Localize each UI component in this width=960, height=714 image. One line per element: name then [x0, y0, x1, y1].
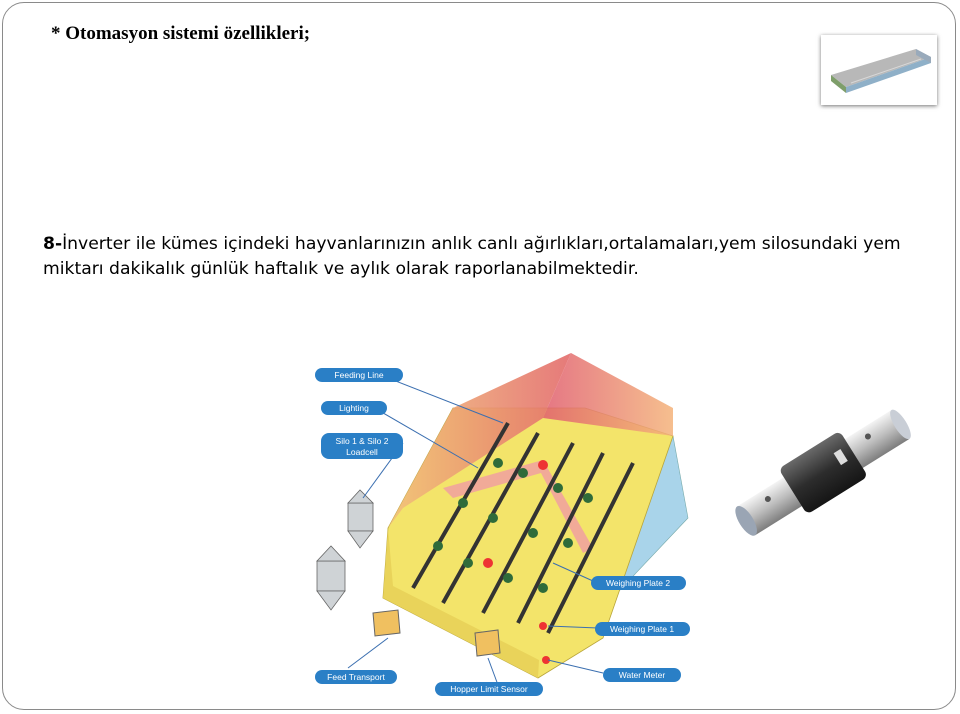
label-silo-loadcell: Silo 1 & Silo 2 Loadcell [321, 433, 403, 459]
roof-beam [443, 460, 593, 553]
roof-right [543, 353, 673, 436]
feeder-pans [433, 458, 593, 593]
poultry-house-diagram: Feeding Line Lighting Silo 1 & Silo 2 Lo… [315, 353, 690, 696]
svg-text:Feeding Line: Feeding Line [334, 370, 383, 380]
svg-text:Hopper Limit Sensor: Hopper Limit Sensor [450, 684, 528, 694]
svg-text:Weighing Plate 2: Weighing Plate 2 [606, 578, 670, 588]
roof-left [388, 353, 571, 528]
svg-text:Weighing Plate 1: Weighing Plate 1 [610, 624, 674, 634]
svg-text:Lighting: Lighting [339, 403, 369, 413]
svg-text:Water Meter: Water Meter [619, 670, 666, 680]
label-weighing-plate-2: Weighing Plate 2 [591, 576, 686, 590]
slide-heading: * Otomasyon sistemi özellikleri; [51, 23, 311, 44]
label-connectors [347, 377, 604, 686]
label-feeding-line: Feeding Line [315, 368, 403, 382]
label-weighing-plate-1: Weighing Plate 1 [595, 622, 690, 636]
feature-paragraph: 8-İnverter ile kümes içindeki hayvanları… [43, 232, 943, 282]
label-hopper-limit-sensor: Hopper Limit Sensor [435, 682, 543, 696]
svg-text:Loadcell: Loadcell [346, 447, 378, 457]
house-left-wall [383, 528, 539, 678]
feed-hoppers [372, 609, 501, 657]
label-feed-transport: Feed Transport [315, 670, 397, 684]
feed-silos [316, 489, 374, 611]
label-lighting: Lighting [321, 401, 387, 415]
label-water-meter: Water Meter [603, 668, 681, 682]
house-thumbnail-image [821, 35, 937, 105]
paragraph-number: 8- [43, 234, 63, 254]
sensor-dots [483, 460, 550, 664]
svg-text:Feed Transport: Feed Transport [327, 672, 385, 682]
svg-text:Silo 1 & Silo 2: Silo 1 & Silo 2 [336, 436, 389, 446]
loadcell-image [735, 409, 911, 536]
paragraph-text: İnverter ile kümes içindeki hayvanlarını… [43, 234, 901, 279]
